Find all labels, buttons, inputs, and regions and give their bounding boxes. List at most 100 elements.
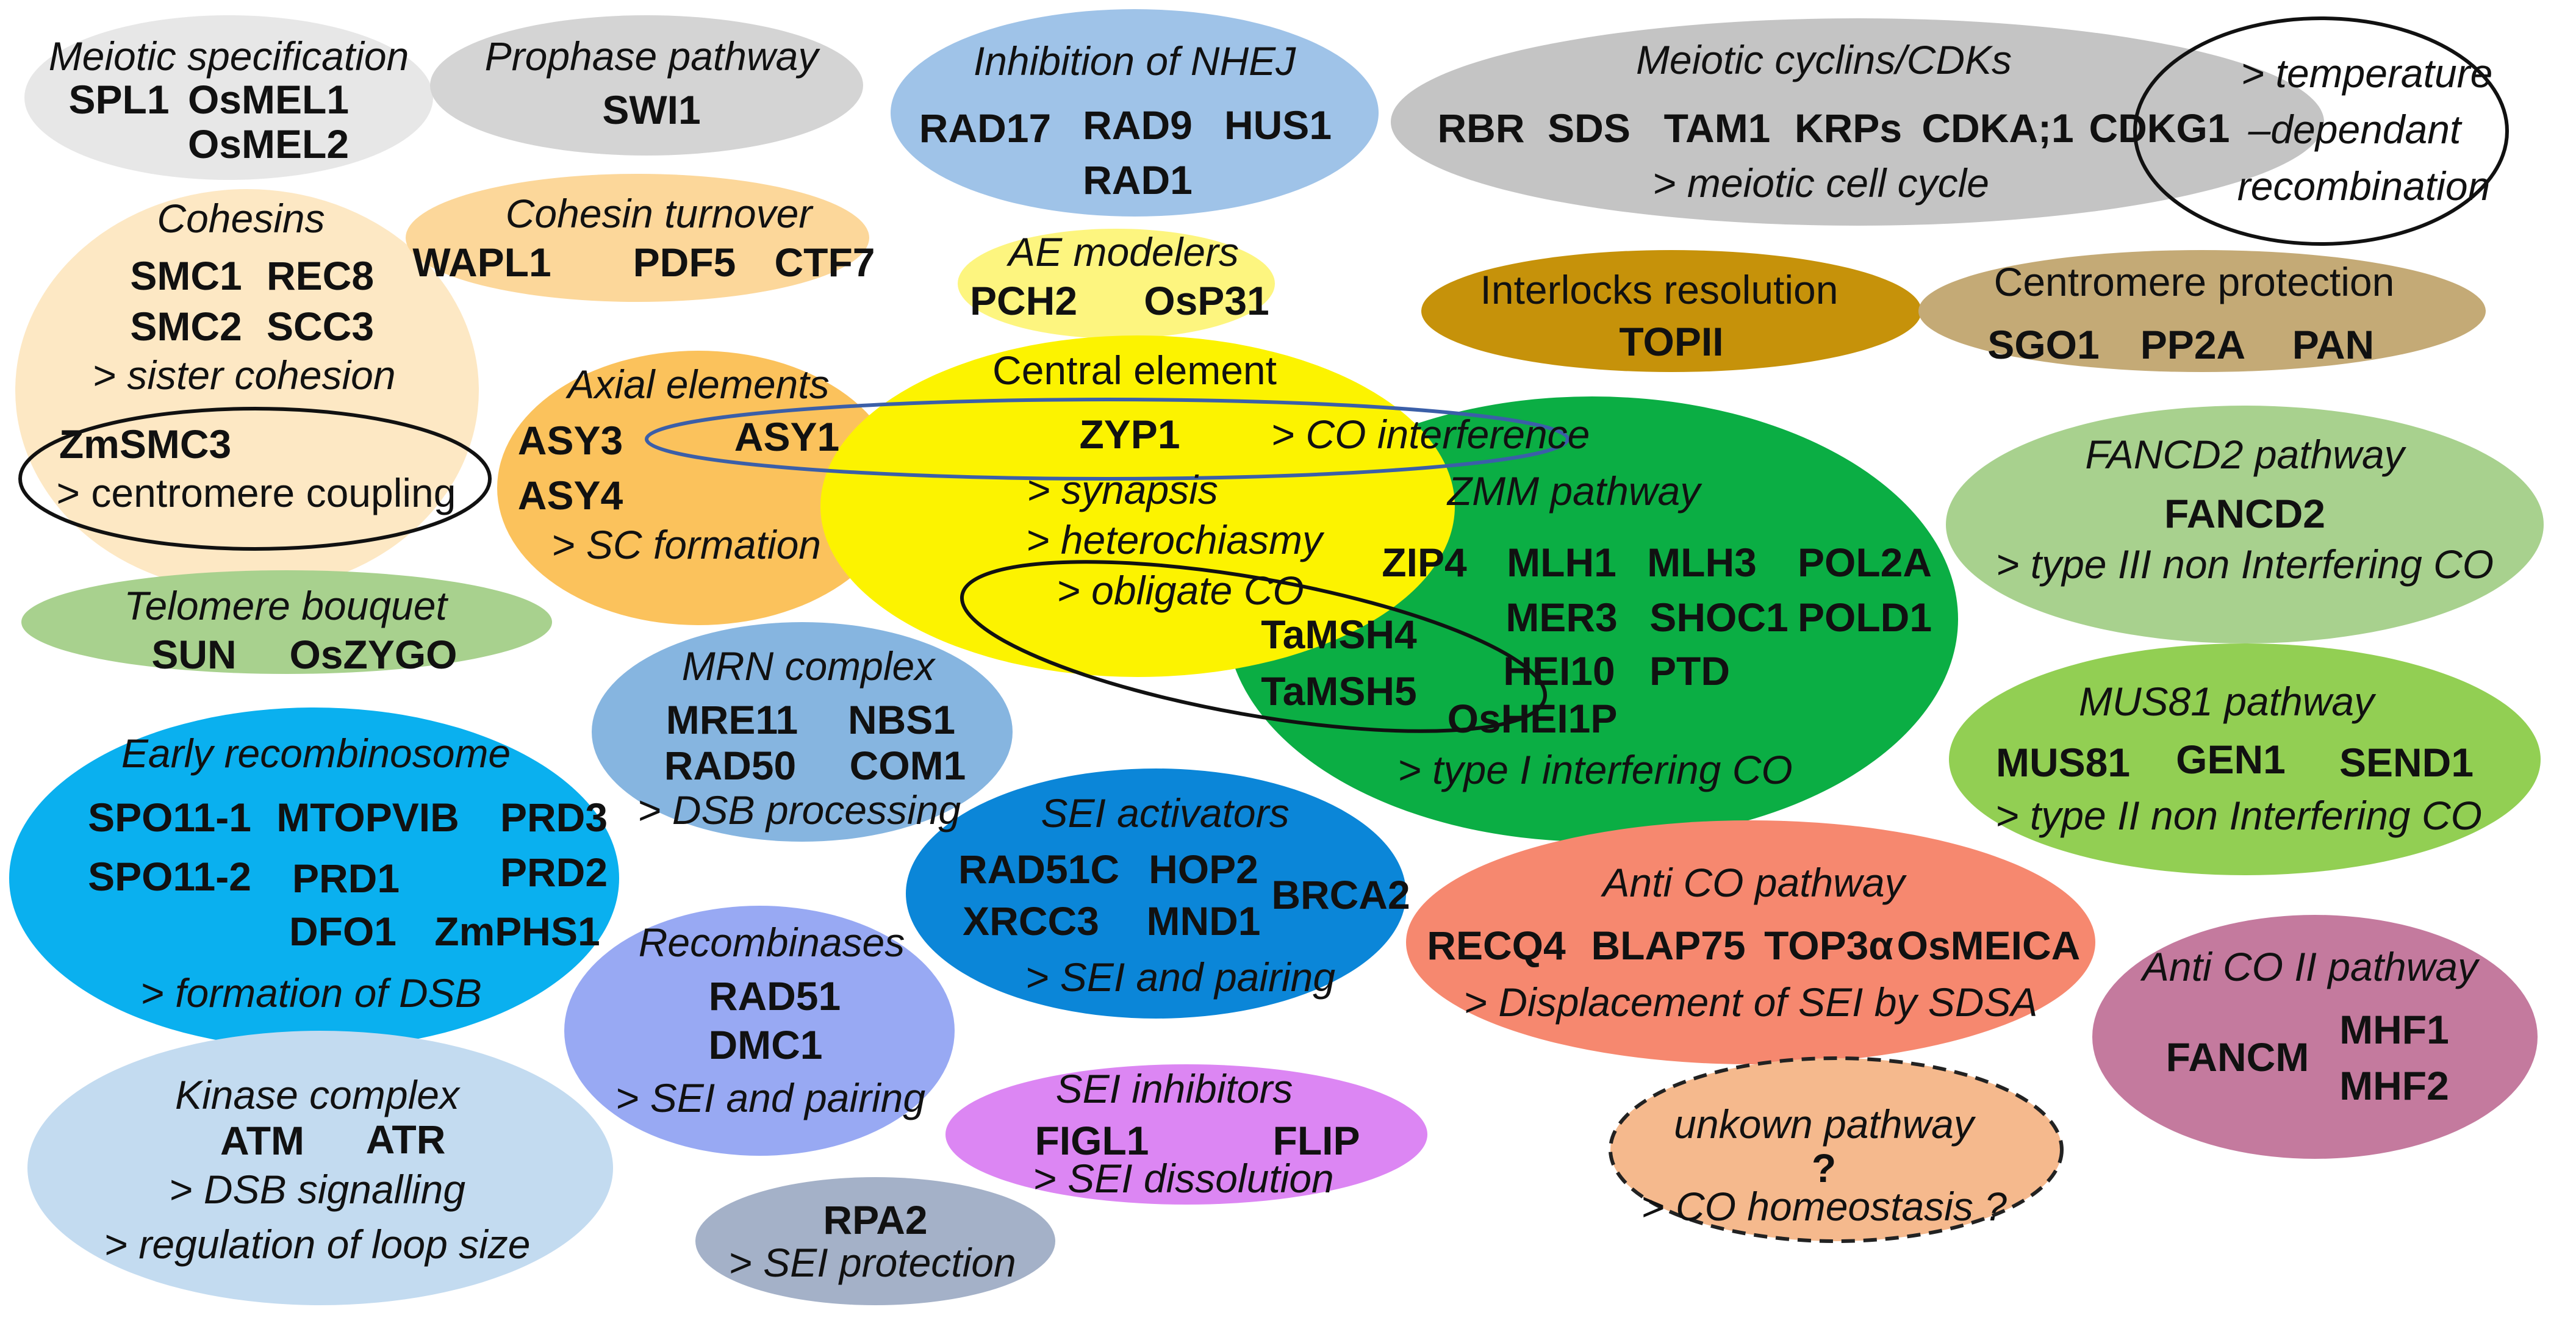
co-interference-note: > CO interference [1271,412,1590,457]
gene-spo11-2: SPO11-2 [88,854,251,899]
meiotic-cell-cycle-note: > meiotic cell cycle [1652,160,1990,206]
gene-brca2: BRCA2 [1271,872,1410,917]
gene-pp2a: PP2A [2140,322,2246,367]
gene-smc2: SMC2 [130,304,242,349]
gene-oszygo: OsZYGO [289,632,457,677]
anti-co-ii-pathway-title: Anti CO II pathway [2142,944,2478,989]
gene-blap75: BLAP75 [1591,923,1746,968]
gene-ptd: PTD [1649,648,1730,693]
outline-obligate-co-tamsh [960,560,1548,733]
gene-gen1: GEN1 [2176,737,2286,782]
synapsis-note: > synapsis [1027,467,1218,512]
meiotic-specification-title: Meiotic specification [48,34,409,79]
gene-com1: COM1 [849,743,966,788]
prophase-pathway-title: Prophase pathway [484,34,819,79]
gene-asy4: ASY4 [517,473,623,518]
ellipse-mrn-complex [592,622,1013,842]
gene-osmeica: OsMEICA [1896,923,2081,968]
gene-osmel1: OsMEL1 [187,77,350,122]
central-element-title: Central element [992,348,1277,393]
gene-pch2: PCH2 [969,278,1078,323]
gene-rec8: REC8 [266,253,375,298]
gene-mer3: MER3 [1505,595,1618,640]
ellipse-rpa2 [695,1177,1055,1305]
gene-wapl1: WAPL1 [412,240,551,285]
gene-swi1: SWI1 [602,87,701,132]
gene-tamsh4: TaMSH4 [1261,612,1417,657]
gene-atr: ATR [365,1117,446,1162]
gene-zmsmc3: ZmSMC3 [59,421,232,467]
interlocks-resolution-title: Interlocks resolution [1480,267,1839,312]
type-i-interfering-co-note: > type I interfering CO [1397,747,1793,792]
gene-recq4: RECQ4 [1427,923,1566,968]
sei-protection-note: > SEI protection [728,1240,1016,1285]
displacement-of-sei-note: > Displacement of SEI by SDSA [1463,980,2038,1025]
temperature-note-line1: > temperature [2241,51,2493,96]
inhibition-of-nhej-title: Inhibition of NHEJ [973,38,1296,84]
early-recombinosome-title: Early recombinosome [121,731,511,776]
mus81-pathway-title: MUS81 pathway [2078,679,2375,724]
sei-inhibitors-title: SEI inhibitors [1055,1066,1293,1111]
anti-co-pathway-title: Anti CO pathway [1602,860,1905,905]
gene-rad17: RAD17 [919,106,1052,151]
gene-pdf5: PDF5 [633,240,736,285]
unknown-question-mark: ? [1811,1145,1837,1191]
cohesin-turnover-title: Cohesin turnover [505,191,813,236]
ellipse-anti-co-ii-pathway [2092,915,2538,1159]
gene-osmel2: OsMEL2 [187,121,350,167]
gene-dfo1: DFO1 [289,909,397,954]
gene-osp31: OsP31 [1144,278,1269,323]
zmm-pathway-title: ZMM pathway [1447,468,1701,514]
gene-zip4: ZIP4 [1382,540,1467,585]
outline-temperature-recombination [2133,16,2509,246]
ellipse-centromere-protection [1918,250,2486,372]
gene-fancd2: FANCD2 [2164,491,2326,536]
gene-rad51: RAD51 [708,973,841,1019]
centromere-coupling-note: > centromere coupling [56,470,456,515]
gene-tamsh5: TaMSH5 [1261,668,1417,714]
ellipse-central-element [820,335,1455,677]
ellipse-meiotic-cyclins [1391,18,2324,226]
ellipse-cohesin-turnover [406,174,869,302]
gene-asy1: ASY1 [734,414,840,459]
gene-fancm: FANCM [2165,1034,2309,1080]
ellipse-anti-co-pathway [1406,820,2095,1064]
gene-prd2: PRD2 [500,850,608,895]
dsb-signalling-note: > DSB signalling [168,1167,466,1212]
gene-figl1: FIGL1 [1035,1118,1149,1163]
gene-rad50: RAD50 [664,743,797,788]
temperature-note-line3: recombination [2237,163,2491,209]
gene-cdka1: CDKA;1 [1921,106,2074,151]
gene-hus1: HUS1 [1224,102,1332,148]
gene-mlh1: MLH1 [1507,540,1616,585]
regulation-of-loop-size-note: > regulation of loop size [104,1222,531,1267]
ellipse-interlocks-resolution [1421,250,1921,372]
obligate-co-note: > obligate CO [1057,568,1304,613]
axial-elements-title: Axial elements [567,362,830,407]
gene-spo11-1: SPO11-1 [88,795,251,840]
gene-mhf2: MHF2 [2339,1063,2449,1108]
gene-mhf1: MHF1 [2339,1007,2449,1052]
mrn-complex-title: MRN complex [681,643,935,689]
gene-rad1: RAD1 [1083,157,1193,202]
gene-smc1: SMC1 [130,253,242,298]
gene-atm: ATM [220,1118,305,1163]
ellipse-cohesins [15,189,479,592]
temperature-note-line2: –dependant [2248,107,2461,152]
gene-zyp1: ZYP1 [1079,412,1180,457]
gene-xrcc3: XRCC3 [963,898,1099,944]
gene-rpa2: RPA2 [823,1197,928,1242]
gene-prd3: PRD3 [500,795,608,840]
ae-modelers-title: AE modelers [1008,229,1239,274]
gene-topii: TOPII [1619,319,1724,364]
dsb-processing-note: > DSB processing [637,787,961,833]
gene-pol2a: POL2A [1797,540,1932,585]
gene-tam1: TAM1 [1663,106,1771,151]
gene-rad9: RAD9 [1083,102,1193,148]
gene-zmphs1: ZmPHS1 [434,909,600,954]
sei-dissolution-note: > SEI dissolution [1033,1156,1334,1201]
gene-mlh3: MLH3 [1647,540,1757,585]
gene-rbr: RBR [1437,106,1525,151]
ellipse-mus81-pathway [1949,643,2541,875]
ellipse-ae-modelers [958,229,1275,339]
